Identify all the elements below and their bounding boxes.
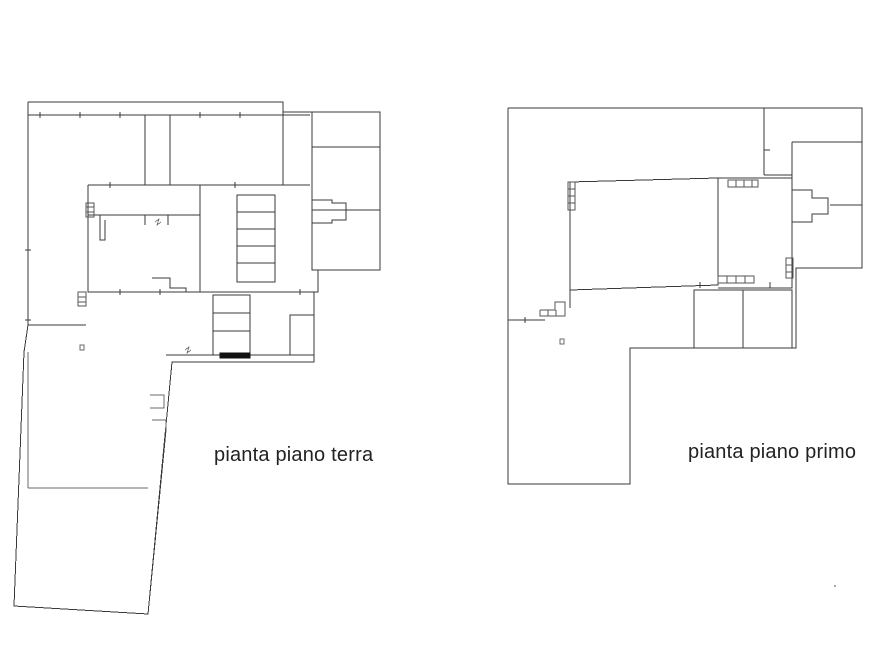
ground-floor-garden xyxy=(13,351,167,615)
ground-floor-outline xyxy=(13,101,381,615)
ground-hatch-details xyxy=(77,202,251,359)
first-floor-label: pianta piano primo xyxy=(688,441,857,463)
ground-stair xyxy=(236,194,276,283)
ground-floor-plan xyxy=(13,101,381,615)
first-floor-plan xyxy=(507,107,863,485)
first-hatch-details xyxy=(539,179,794,317)
ground-floor-label: pianta piano terra xyxy=(214,444,374,466)
ground-lower-rooms xyxy=(166,294,315,356)
first-floor-outline xyxy=(507,107,863,485)
stray-dot xyxy=(834,585,836,587)
